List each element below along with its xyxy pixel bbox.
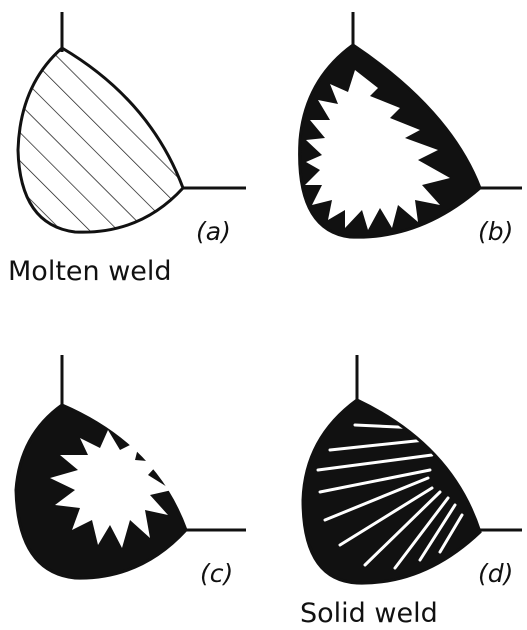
panel-label-a: (a) (196, 217, 231, 246)
panel-c: (c) (16, 355, 246, 588)
caption-molten-weld: Molten weld (8, 256, 172, 287)
panel-label-c: (c) (200, 559, 233, 588)
caption-solid-weld: Solid weld (300, 598, 438, 629)
panel-b: (b) (300, 12, 522, 246)
molten-weld-pool (18, 48, 183, 232)
panel-label-d: (d) (478, 559, 513, 588)
panel-d: (d) (303, 355, 522, 588)
panel-a: (a) (18, 12, 246, 246)
panel-label-b: (b) (478, 217, 513, 246)
